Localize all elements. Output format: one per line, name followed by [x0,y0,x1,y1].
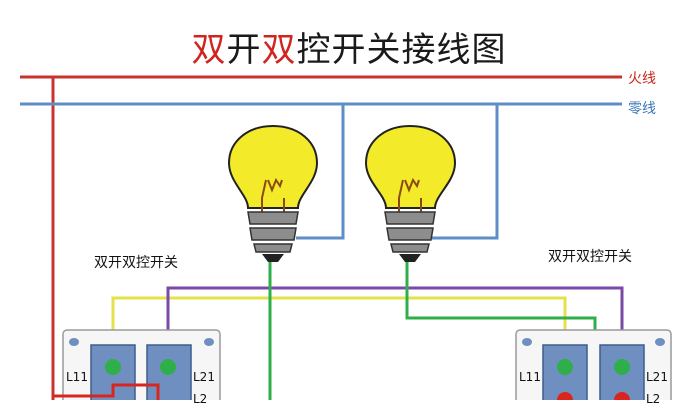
bulb-2-base [384,211,436,253]
right-terminal-l2a [557,392,573,400]
title-part-1: 双 [191,30,227,70]
bulb-2-glass [364,124,457,209]
right-switch-screw-2 [655,338,665,346]
left-switch [53,329,221,400]
right-switch-screw-1 [522,338,532,346]
left-switch-screw-2 [204,338,214,346]
neutral-feed-lamp-1 [296,104,345,240]
light-bulb-2 [364,124,457,262]
right-terminal-l11-label: L11 [519,370,541,384]
right-terminal-l2-label: L2 [646,392,661,406]
right-switch-title: 双开双控开关 [548,249,632,265]
left-terminal-l11 [105,359,121,375]
neutral-wire-label: 零线 [628,101,656,117]
title-part-2: 开 [226,30,262,70]
live-wire-label: 火线 [628,71,656,87]
right-switch [515,329,672,400]
traveller-wire-purple [166,286,624,356]
right-terminal-l21-label: L21 [646,370,668,384]
bulb-1-base [247,211,299,253]
left-switch-title: 双开双控开关 [94,255,178,271]
left-terminal-l11-label: L11 [66,370,88,384]
left-terminal-l21-label: L21 [193,370,215,384]
left-switch-screw-1 [69,338,79,346]
right-terminal-l2b [614,392,630,400]
left-switch-plate [62,329,221,400]
right-terminal-l21 [614,359,630,375]
bulb-1-glass [227,124,319,209]
title-part-3: 双 [261,30,297,70]
bulb-2-tip [399,254,421,262]
neutral-feed-lamp-2 [432,104,499,240]
bulb-1-tip [262,254,284,262]
right-switch-plate [515,329,672,400]
traveller-wire-yellow [111,296,567,356]
diagram-title: 双开双控开关接线图 [0,22,698,71]
left-terminal-l2-label: L2 [193,392,208,406]
left-switch-live-bridge [53,383,160,400]
title-part-4: 控开关接线图 [296,30,507,70]
right-terminal-l11 [557,359,573,375]
light-bulb-1 [227,124,319,262]
left-terminal-l21 [160,359,176,375]
